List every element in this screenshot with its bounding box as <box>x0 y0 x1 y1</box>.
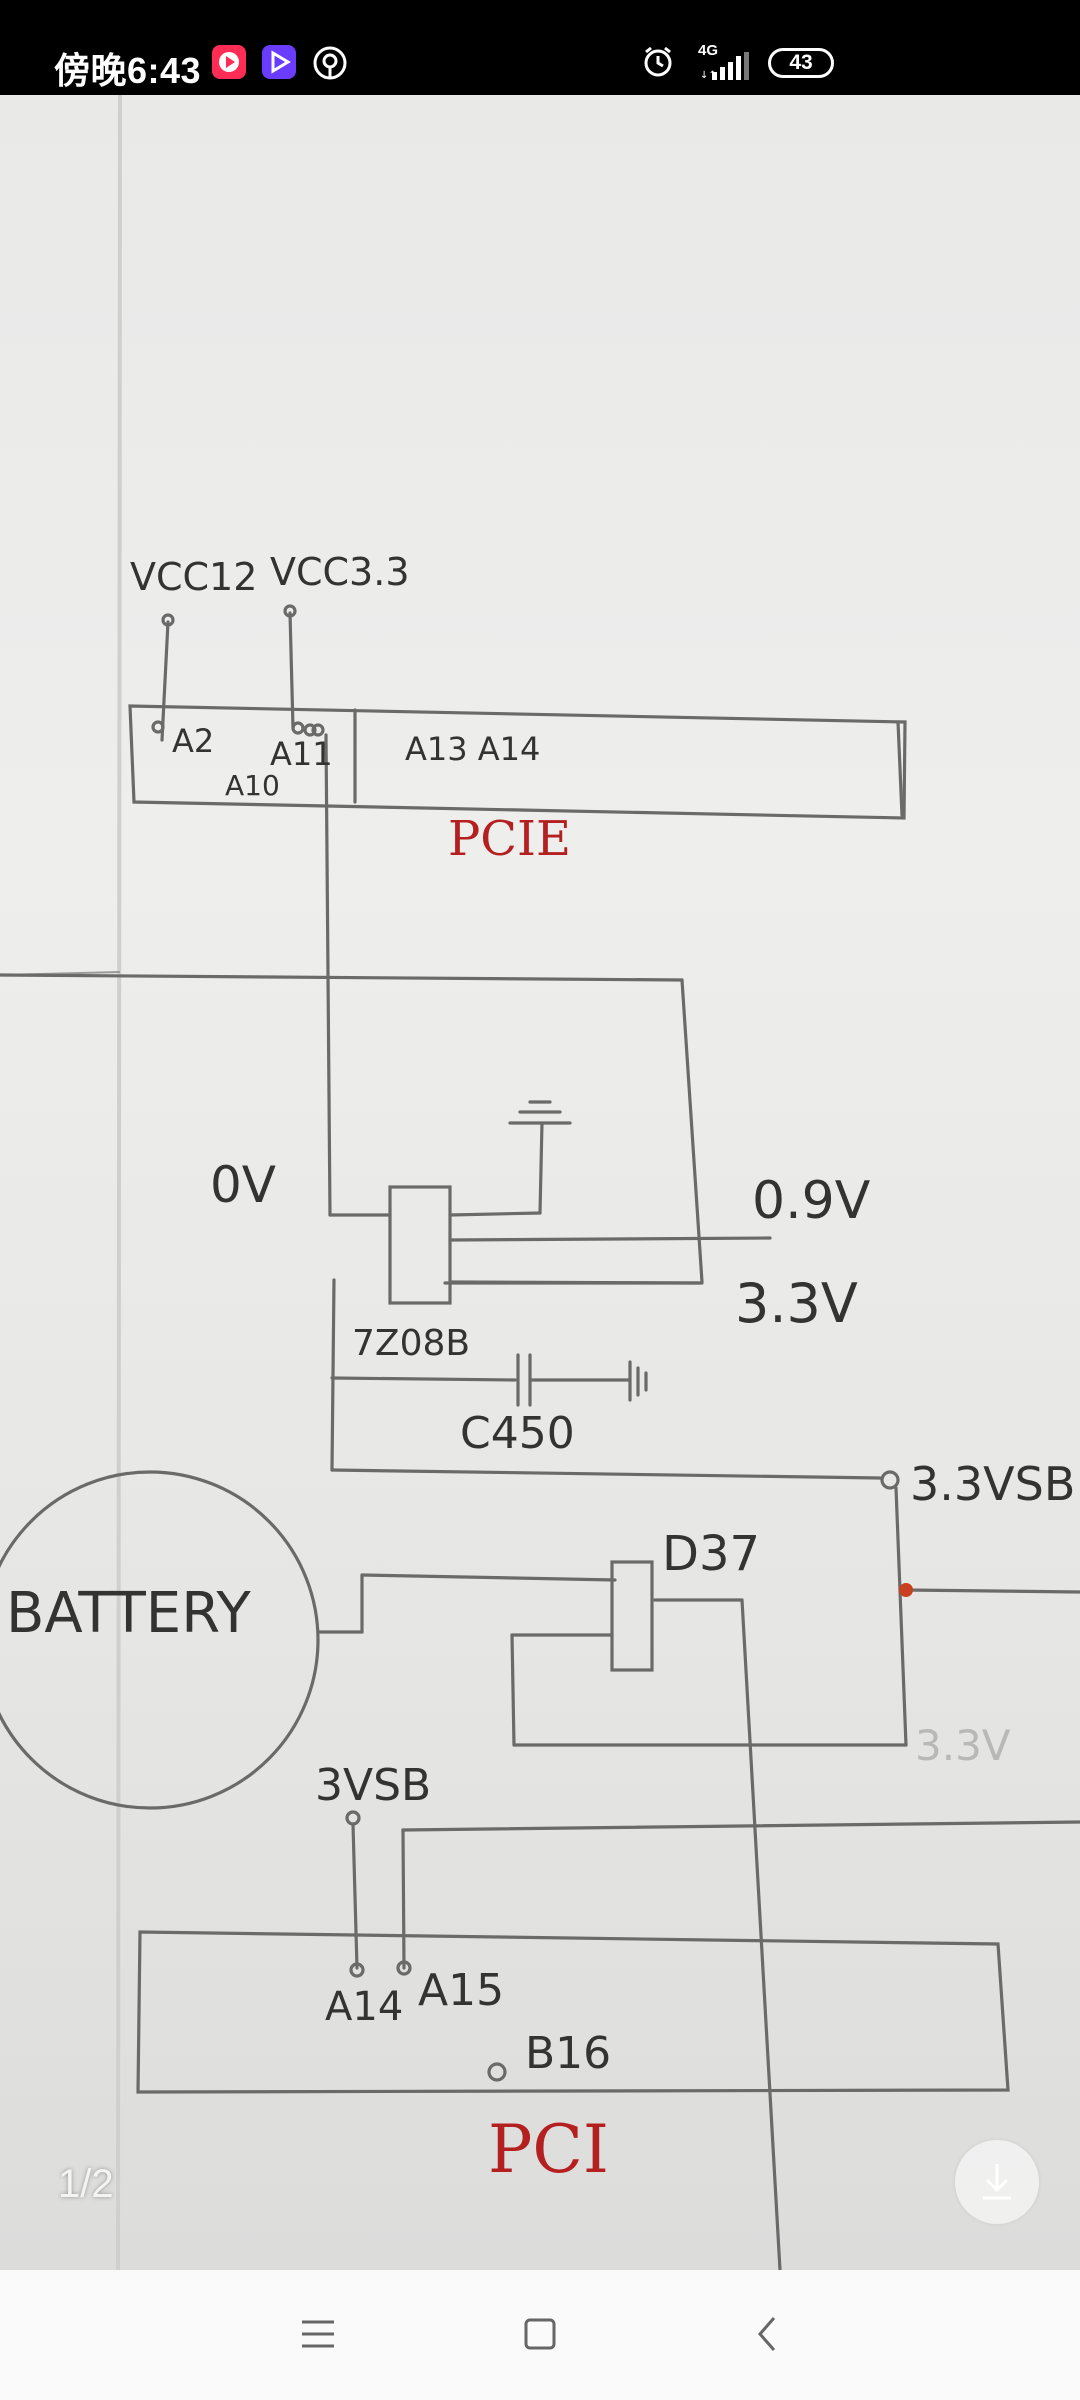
label-b16: B16 <box>525 2028 611 2079</box>
label-a13-a14: A13 A14 <box>405 730 540 768</box>
status-bar: 傍晚6:43 4G ↓↑ 43 <box>0 0 1080 95</box>
schematic-photo[interactable]: VCC12 VCC3.3 A2 A11 A10 A13 A14 PCIE 0V … <box>0 95 1080 2270</box>
home-button[interactable] <box>510 2310 570 2360</box>
label-a11: A11 <box>270 735 333 773</box>
label-3-3vsb: 3.3VSB <box>910 1457 1075 1511</box>
menu-icon <box>302 2320 334 2348</box>
network-type: 4G <box>698 42 719 59</box>
label-a15: A15 <box>418 1965 504 2016</box>
battery-icon: 43 <box>768 48 834 78</box>
label-pci: PCI <box>488 2111 609 2188</box>
player-app-icon <box>262 45 296 79</box>
paper-fold-line <box>116 95 122 2270</box>
back-chevron-icon <box>758 2317 776 2351</box>
label-faint-3-3v: 3.3V <box>915 1721 1011 1770</box>
download-button[interactable] <box>955 2140 1039 2224</box>
label-vcc33: VCC3.3 <box>270 550 410 594</box>
label-battery: BATTERY <box>6 1581 252 1646</box>
label-0v: 0V <box>210 1156 276 1214</box>
label-0-9v: 0.9V <box>752 1171 871 1231</box>
download-arrow-icon <box>983 2164 1011 2200</box>
label-a10: A10 <box>225 769 280 802</box>
back-button[interactable] <box>738 2310 798 2360</box>
label-a2: A2 <box>172 722 214 760</box>
label-pcie: PCIE <box>448 811 571 867</box>
label-a14: A14 <box>325 1984 403 2030</box>
label-d37: D37 <box>662 1526 760 1582</box>
label-3-3v: 3.3V <box>735 1272 858 1335</box>
menu-button[interactable] <box>288 2310 348 2360</box>
page-indicator: 1/2 <box>58 2162 114 2206</box>
signal-icon: ↓↑ <box>700 52 754 82</box>
home-square-icon <box>524 2318 556 2350</box>
label-cap: C450 <box>460 1408 575 1459</box>
red-solder-mark <box>899 1583 913 1597</box>
status-time: 傍晚6:43 <box>54 50 202 91</box>
label-chip: 7Z08B <box>352 1323 470 1364</box>
label-vcc12: VCC12 <box>130 555 257 599</box>
schematic-drawing: VCC12 VCC3.3 A2 A11 A10 A13 A14 PCIE 0V … <box>0 95 1080 2270</box>
podcast-icon <box>312 45 347 80</box>
alarm-icon <box>640 44 676 80</box>
svg-text:↓↑: ↓↑ <box>700 70 717 81</box>
schematic-wires <box>0 604 1080 2270</box>
label-3vsb: 3VSB <box>315 1760 431 1811</box>
video-app-icon <box>212 45 246 79</box>
navigation-bar <box>0 2270 1080 2400</box>
